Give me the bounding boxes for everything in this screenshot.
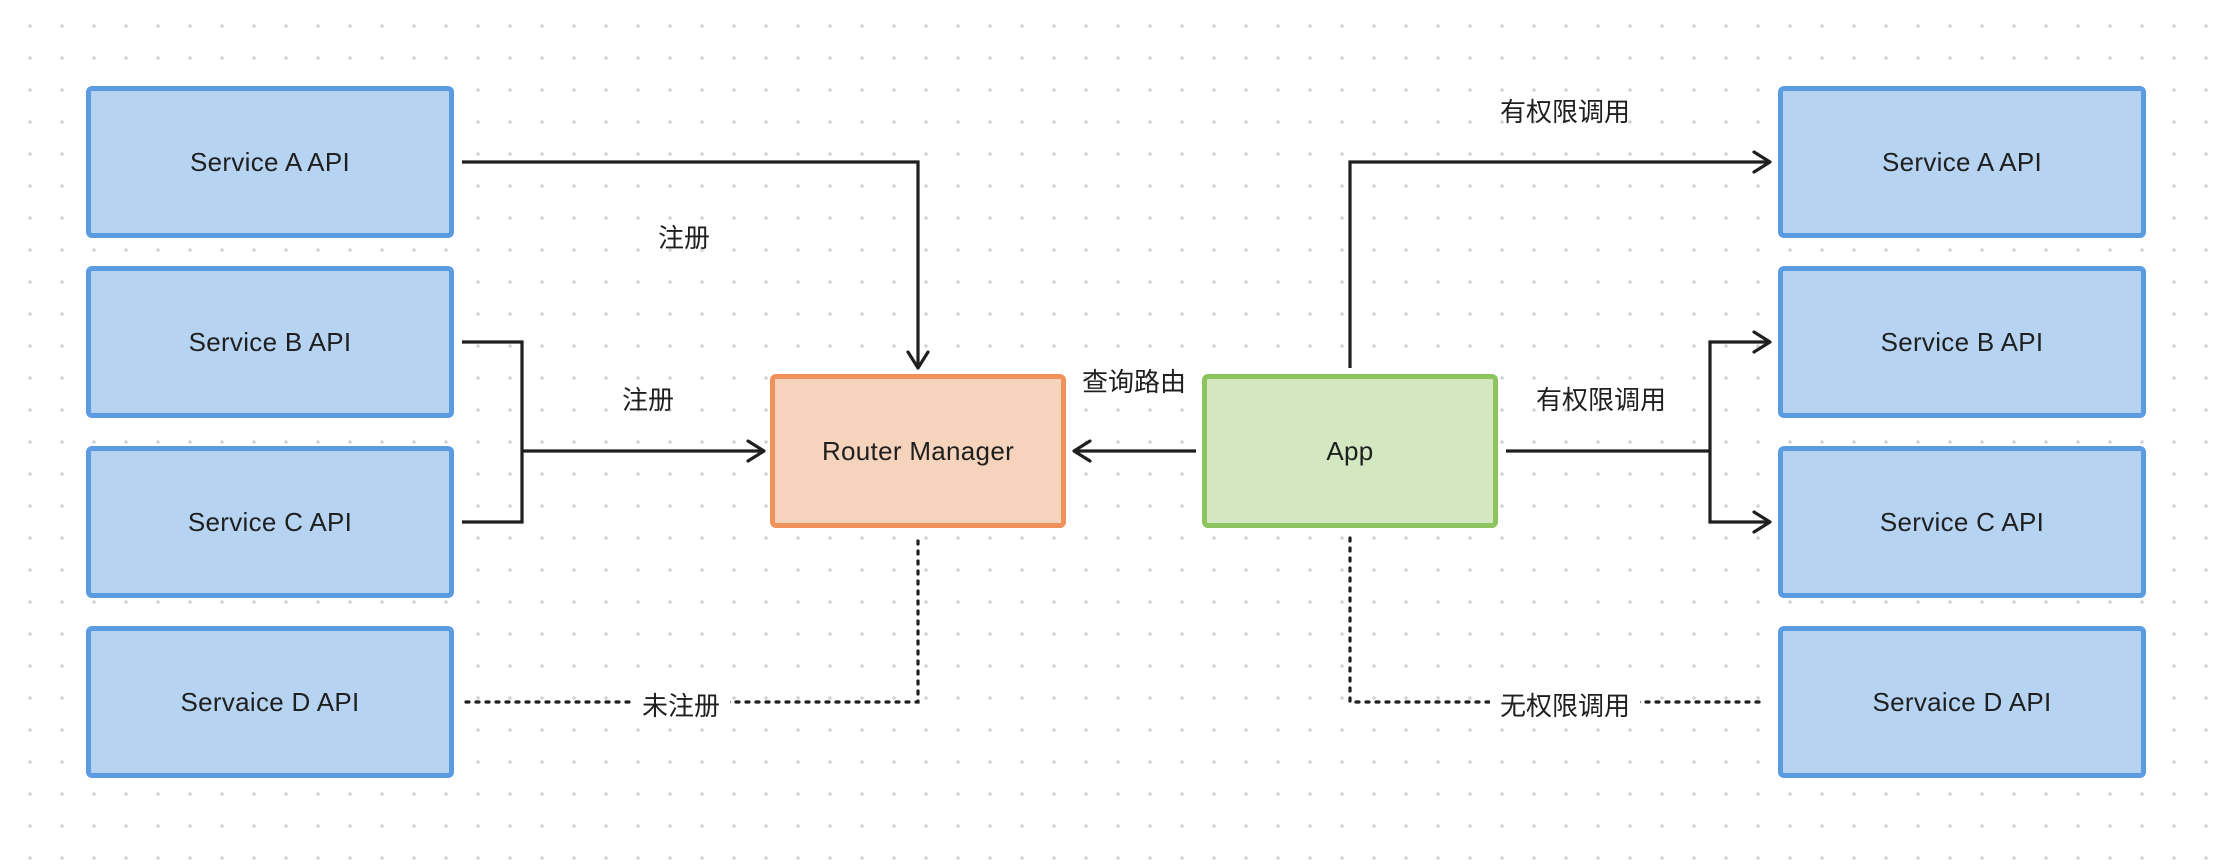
right-service-d-label: Servaice D API	[1872, 686, 2052, 717]
edge-app-to-service-d-unauthorized	[1348, 536, 1768, 704]
left-service-a-node[interactable]: Service A API	[86, 86, 454, 238]
right-service-b-label: Service B API	[1880, 326, 2044, 357]
unregistered-d-label: 未注册	[632, 686, 731, 723]
left-service-c-label: Service C API	[187, 506, 353, 537]
left-service-b-label: Service B API	[188, 326, 352, 357]
query-route-label: 查询路由	[1082, 367, 1187, 397]
router-manager-node[interactable]: Router Manager	[770, 374, 1066, 528]
unauthorized-d-label: 无权限调用	[1490, 686, 1641, 723]
right-service-a-label: Service A API	[1882, 146, 2042, 177]
left-service-d-node[interactable]: Servaice D API	[86, 626, 454, 778]
edge-service-a-to-router	[462, 160, 930, 370]
left-service-c-node[interactable]: Service C API	[86, 446, 454, 598]
authorized-a-label: 有权限调用	[1500, 97, 1631, 127]
edge-service-b-branch	[462, 340, 524, 524]
right-service-c-label: Service C API	[1879, 506, 2045, 537]
register-bc-label: 注册	[622, 385, 675, 415]
router-manager-label: Router Manager	[821, 435, 1015, 466]
left-service-d-label: Servaice D API	[180, 686, 360, 717]
authorized-bc-label: 有权限调用	[1536, 385, 1667, 415]
app-label: App	[1326, 435, 1374, 466]
right-service-c-node[interactable]: Service C API	[1778, 446, 2146, 598]
register-a-label: 注册	[658, 223, 711, 253]
app-node[interactable]: App	[1202, 374, 1498, 528]
edge-app-to-service-b	[1708, 330, 1772, 451]
right-service-d-node[interactable]: Servaice D API	[1778, 626, 2146, 778]
edge-app-to-service-a	[1348, 150, 1772, 368]
right-service-a-node[interactable]: Service A API	[1778, 86, 2146, 238]
edge-service-d-unregistered	[464, 536, 920, 704]
edge-app-to-service-c	[1708, 451, 1772, 534]
left-service-b-node[interactable]: Service B API	[86, 266, 454, 418]
left-service-a-label: Service A API	[190, 146, 350, 177]
right-service-b-node[interactable]: Service B API	[1778, 266, 2146, 418]
